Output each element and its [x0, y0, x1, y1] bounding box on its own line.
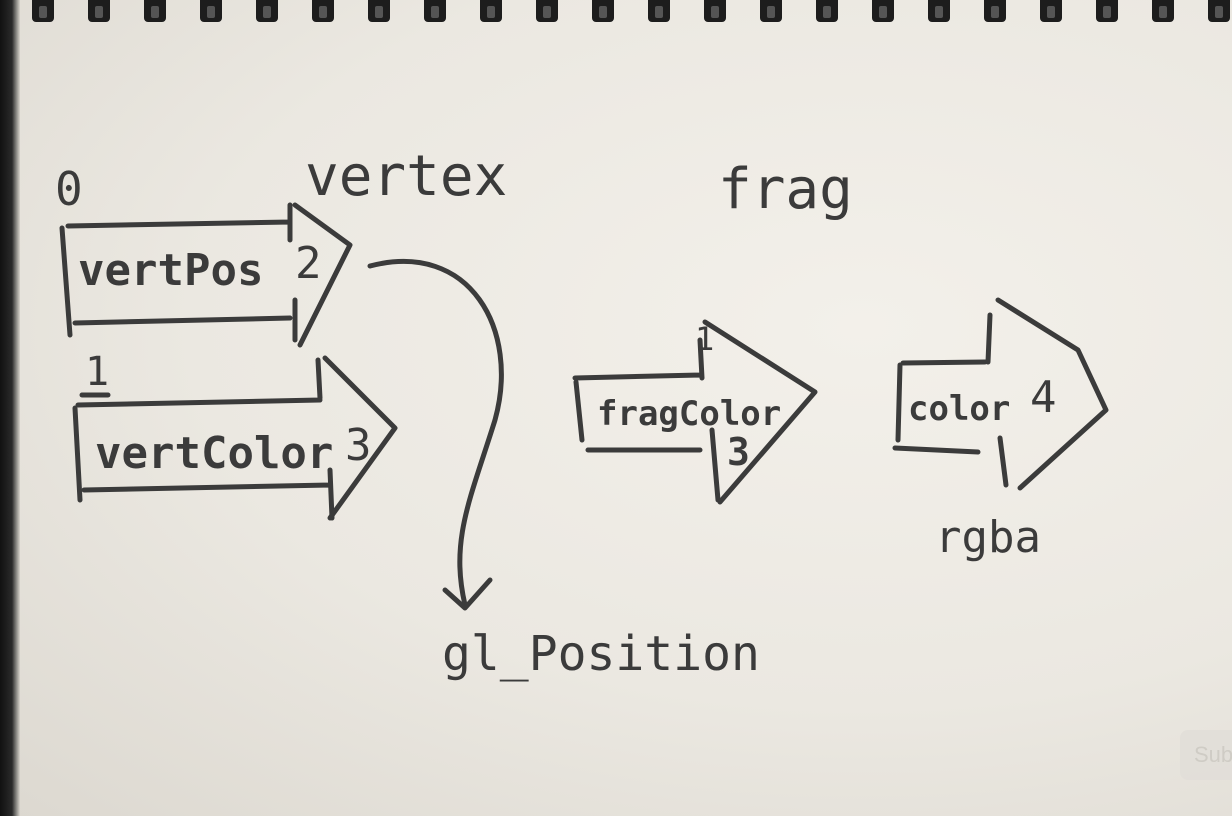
- binding-ring: [312, 0, 334, 22]
- vert-color-label: vertColor: [95, 428, 333, 479]
- frag-color-arrow: [572, 319, 818, 505]
- output-color-arrow: [892, 297, 1109, 491]
- binding-ring: [928, 0, 950, 22]
- binding-ring: [480, 0, 502, 22]
- binding-ring: [144, 0, 166, 22]
- vert-pos-size: 2: [295, 238, 322, 289]
- vert-color-size: 3: [345, 420, 372, 471]
- binding-ring: [648, 0, 670, 22]
- gl-position-connector: [367, 258, 504, 608]
- binding-ring: [32, 0, 54, 22]
- binding-ring: [88, 0, 110, 22]
- vert-color-arrow: [72, 355, 398, 521]
- gl-position-label: gl_Position: [442, 626, 760, 682]
- frag-color-index: 1: [695, 320, 714, 358]
- binding-ring: [256, 0, 278, 22]
- vert-color-index: 1: [85, 349, 109, 395]
- binding-ring: [872, 0, 894, 22]
- page-shadow: [0, 0, 20, 816]
- spiral-binding: [0, 0, 1232, 26]
- binding-ring: [536, 0, 558, 22]
- arrowhead-icon: [442, 577, 493, 611]
- vert-pos-label: vertPos: [78, 245, 263, 296]
- binding-ring: [760, 0, 782, 22]
- rgba-label: rgba: [935, 512, 1041, 563]
- binding-ring: [200, 0, 222, 22]
- binding-ring: [1096, 0, 1118, 22]
- binding-ring: [368, 0, 390, 22]
- vert-pos-index: 0: [55, 162, 83, 216]
- binding-ring: [1152, 0, 1174, 22]
- binding-ring: [704, 0, 726, 22]
- frag-color-label: fragColor: [597, 394, 781, 434]
- output-color-label: color: [908, 389, 1010, 429]
- output-color-size: 4: [1030, 372, 1057, 423]
- binding-ring: [1208, 0, 1230, 22]
- binding-ring: [816, 0, 838, 22]
- vert-pos-arrow: [59, 202, 353, 348]
- binding-ring: [1040, 0, 1062, 22]
- frag-heading: frag: [718, 157, 853, 222]
- vertex-heading: vertex: [305, 144, 507, 209]
- subscribe-button[interactable]: Sub: [1180, 730, 1232, 780]
- frag-color-size: 3: [727, 430, 750, 474]
- binding-ring: [424, 0, 446, 22]
- binding-ring: [984, 0, 1006, 22]
- binding-ring: [592, 0, 614, 22]
